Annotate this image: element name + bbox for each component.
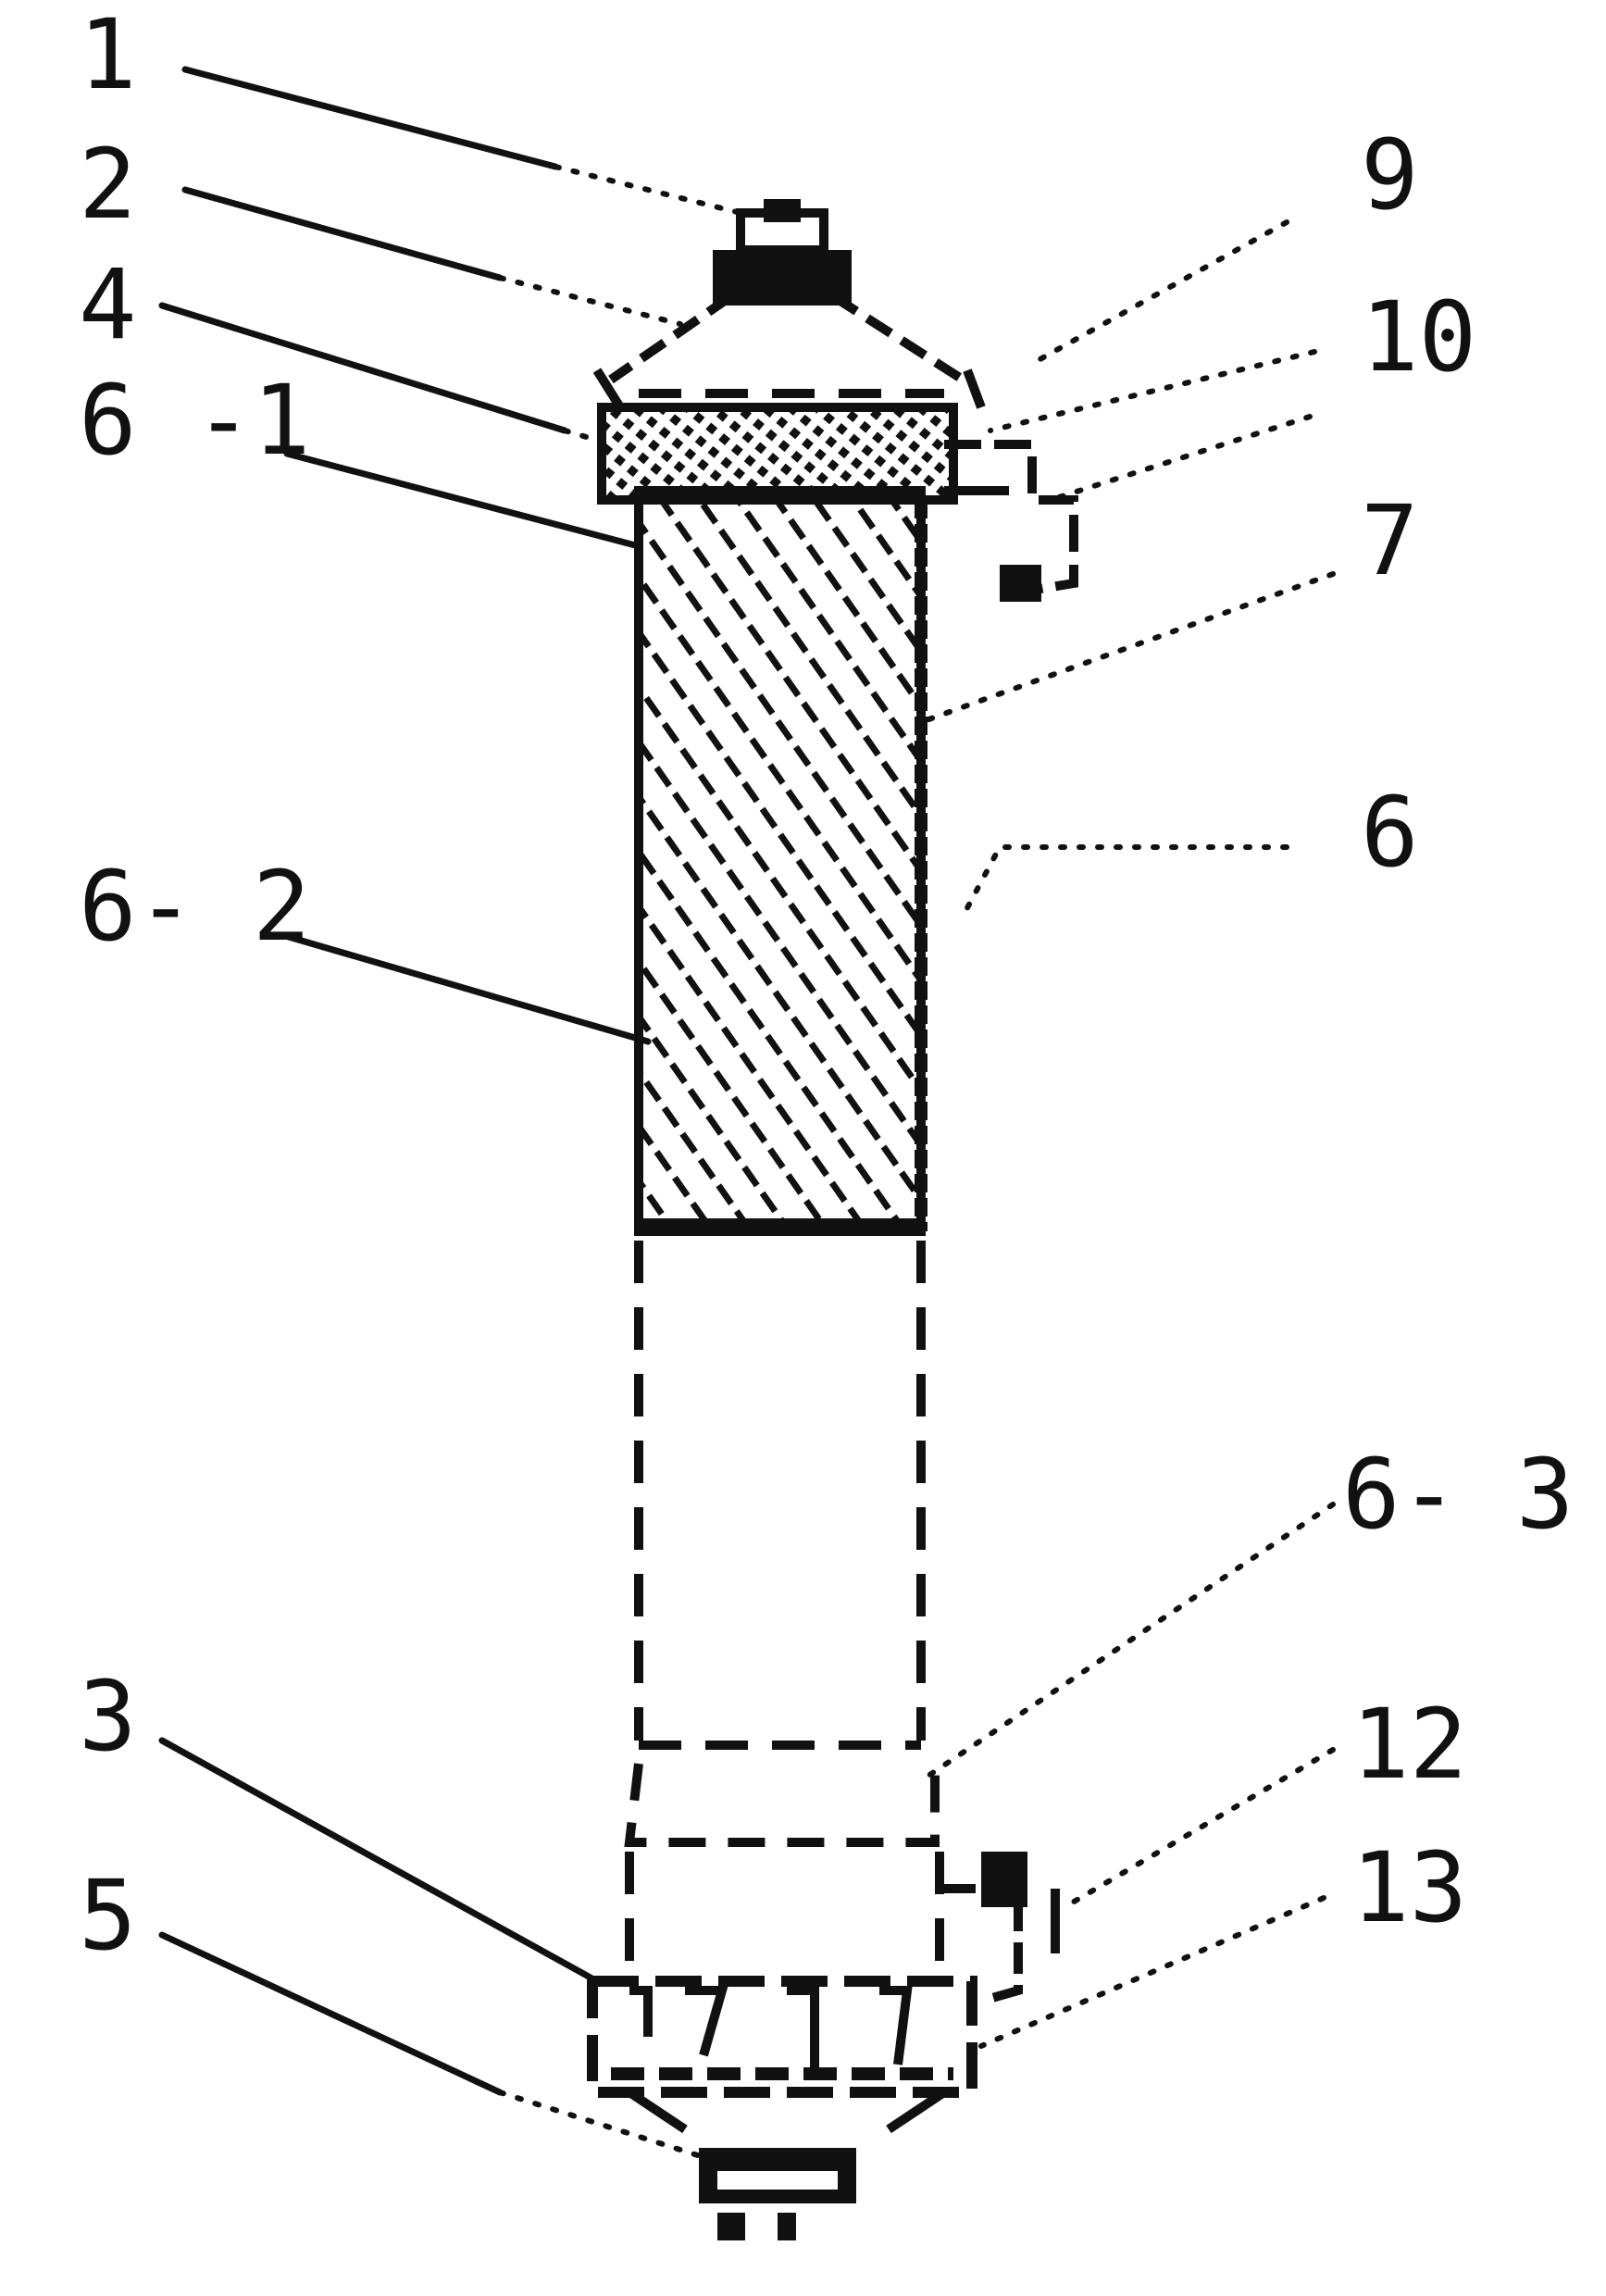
label-part-10: 10 — [1361, 281, 1476, 393]
label-part-1: 1 — [79, 0, 137, 111]
leader-lines-right — [918, 219, 1336, 2049]
label-part-13: 13 — [1351, 1831, 1467, 1944]
bottom-outlet — [699, 2148, 856, 2240]
leader-lines-left — [158, 66, 743, 2160]
label-part-6-3: 6- 3 — [1342, 1438, 1574, 1551]
label-part-6-1: 6 -1 — [79, 364, 310, 477]
label-part-2: 2 — [79, 128, 137, 241]
part-labels-left: 1 2 4 6 -1 6- 2 3 5 — [79, 0, 310, 1972]
part-labels-right: 9 10 7 6 6- 3 12 13 — [1342, 119, 1574, 1944]
cone-cap — [592, 292, 986, 410]
label-part-6: 6 — [1361, 776, 1419, 889]
label-part-6-2: 6- 2 — [79, 850, 310, 963]
label-part-4: 4 — [79, 248, 137, 361]
label-part-9: 9 — [1361, 119, 1419, 231]
side-outlet — [944, 440, 1078, 602]
top-fitting — [713, 199, 852, 306]
label-part-7: 7 — [1361, 484, 1419, 597]
lower-housing — [624, 1241, 944, 1981]
bottom-base — [587, 1976, 977, 2134]
label-part-5: 5 — [79, 1859, 137, 1972]
label-part-12: 12 — [1351, 1688, 1467, 1801]
label-part-3: 3 — [79, 1660, 137, 1773]
filter-head — [597, 403, 958, 505]
side-valve — [944, 1852, 1060, 2004]
filter-cartridge — [634, 486, 927, 1236]
